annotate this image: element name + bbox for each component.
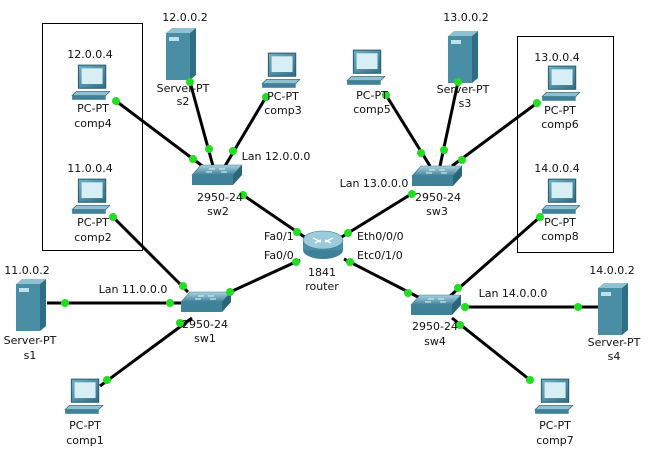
device-name: sw1 xyxy=(194,332,216,345)
server-s2[interactable] xyxy=(166,28,196,80)
pc-comp5[interactable] xyxy=(346,49,386,86)
device-name: comp6 xyxy=(541,118,578,131)
switch-sw3[interactable] xyxy=(411,165,463,187)
device-name: sw3 xyxy=(426,205,448,218)
ip-label: 13.0.0.4 xyxy=(534,51,579,64)
switch-sw1[interactable] xyxy=(180,291,232,313)
ip-label: 11.0.0.2 xyxy=(4,264,49,277)
ip-label: 12.0.0.4 xyxy=(67,48,112,61)
device-name: s3 xyxy=(459,97,472,110)
link-comp6-sw3[interactable] xyxy=(451,101,538,168)
switch-sw4[interactable] xyxy=(410,294,462,316)
switch-sw2[interactable] xyxy=(191,164,243,186)
router-port-labels: Fa0/1 Fa0/0 Eth0/0/0 Etc0/1/0 xyxy=(264,230,404,262)
device-name: comp3 xyxy=(264,104,301,117)
device-labels: 12.0.0.4 PC-PT comp4 11.0.0.4 PC-PT comp… xyxy=(4,11,641,447)
link-router-sw1[interactable] xyxy=(227,258,301,295)
link-comp1-sw1[interactable] xyxy=(99,316,193,388)
model-label: PC-PT xyxy=(539,419,571,432)
model-label: PC-PT xyxy=(356,89,388,102)
device-name: s4 xyxy=(608,350,621,363)
server-s3[interactable] xyxy=(448,31,478,83)
model-label: Server-PT xyxy=(157,82,210,95)
model-label: PC-PT xyxy=(267,90,299,103)
model-label: Server-PT xyxy=(588,336,641,349)
model-label: PC-PT xyxy=(544,216,576,229)
pc-comp4[interactable] xyxy=(71,64,111,101)
router-1841[interactable] xyxy=(302,230,344,260)
ip-label: 13.0.0.2 xyxy=(443,11,488,24)
link-comp2-sw1[interactable] xyxy=(111,215,190,294)
lan-label: Lan 14.0.0.0 xyxy=(479,287,548,300)
model-label: 2950-24 xyxy=(197,191,243,204)
model-label: PC-PT xyxy=(77,102,109,115)
ip-label: 14.0.0.2 xyxy=(589,264,634,277)
lan-label: Lan 12.0.0.0 xyxy=(242,150,311,163)
link-comp8-sw4[interactable] xyxy=(449,215,541,298)
device-name: comp5 xyxy=(353,103,390,116)
device-name: s2 xyxy=(177,95,190,108)
ip-label: 14.0.0.4 xyxy=(534,162,579,175)
device-name: comp1 xyxy=(66,434,103,447)
ip-label: 11.0.0.4 xyxy=(67,162,112,175)
server-s4[interactable] xyxy=(598,283,628,335)
pc-comp7[interactable] xyxy=(534,378,574,415)
device-name: router xyxy=(305,280,339,293)
port-label: Fa0/1 xyxy=(264,230,294,243)
model-label: Server-PT xyxy=(437,83,490,96)
model-label: 2950-24 xyxy=(415,191,461,204)
port-label: Etc0/1/0 xyxy=(357,249,403,262)
port-indicators xyxy=(61,78,582,384)
device-name: comp8 xyxy=(541,230,578,243)
lan-label: Lan 13.0.0.0 xyxy=(340,177,409,190)
server-s1[interactable] xyxy=(16,279,46,331)
lan-label: Lan 11.0.0.0 xyxy=(99,283,168,296)
device-name: sw2 xyxy=(207,205,229,218)
link-comp7-sw4[interactable] xyxy=(451,316,531,382)
device-name: comp2 xyxy=(74,231,111,244)
device-name: sw4 xyxy=(424,335,446,348)
pc-comp2[interactable] xyxy=(71,178,111,215)
group-box-right xyxy=(517,36,614,253)
model-label: 1841 xyxy=(308,266,336,279)
model-label: PC-PT xyxy=(77,216,109,229)
device-name: s1 xyxy=(24,349,37,362)
port-label: Eth0/0/0 xyxy=(357,230,404,243)
model-label: 2950-24 xyxy=(412,320,458,333)
device-name: comp7 xyxy=(536,434,573,447)
pc-comp3[interactable] xyxy=(261,52,301,89)
port-label: Fa0/0 xyxy=(264,249,294,262)
group-box-left xyxy=(42,23,143,251)
pc-comp8[interactable] xyxy=(541,178,581,215)
pc-comp1[interactable] xyxy=(64,378,104,415)
link-router-sw3[interactable] xyxy=(339,191,414,240)
model-label: PC-PT xyxy=(544,104,576,117)
pc-comp6[interactable] xyxy=(541,65,581,102)
ip-label: 12.0.0.2 xyxy=(162,11,207,24)
model-label: 2950-24 xyxy=(182,318,228,331)
model-label: Server-PT xyxy=(4,334,57,347)
model-label: PC-PT xyxy=(69,419,101,432)
device-name: comp4 xyxy=(74,117,111,130)
